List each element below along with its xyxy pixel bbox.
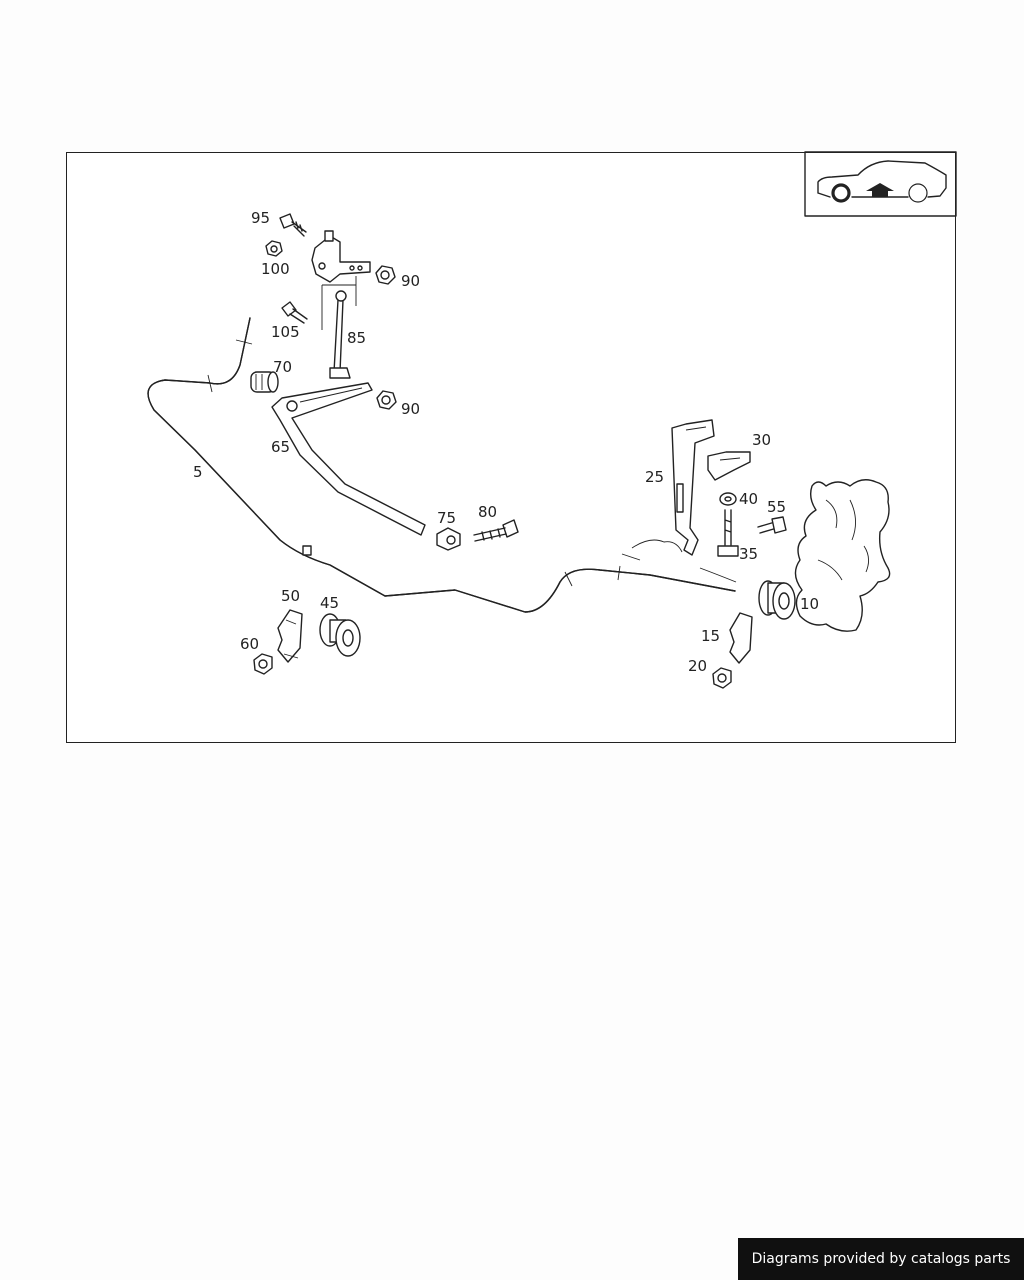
callout-60: 60 [240, 635, 259, 653]
callout-95: 95 [251, 209, 270, 227]
callout-105: 105 [271, 323, 300, 341]
nut-90-lower [376, 390, 397, 410]
nut-20 [712, 667, 732, 689]
bushing-10 [758, 580, 796, 620]
callout-85: 85 [347, 329, 366, 347]
level-control-valve [311, 230, 371, 330]
car-locator-icon [804, 151, 957, 217]
bracket-25 [671, 419, 715, 556]
bracket-15 [729, 612, 753, 664]
callout-20: 20 [688, 657, 707, 675]
bracket-50 [277, 609, 303, 663]
bushing-70 [250, 371, 279, 393]
bolt-55 [757, 516, 787, 534]
parts-diagram: 5 10 15 20 25 30 35 40 45 50 55 60 65 70… [147, 151, 957, 689]
attribution-footer: Diagrams provided by catalogs parts [738, 1238, 1024, 1280]
callout-5: 5 [193, 463, 203, 481]
callout-40: 40 [739, 490, 758, 508]
subframe-sketch [621, 479, 891, 632]
footer-text: Diagrams provided by catalogs parts [751, 1251, 1011, 1267]
bushing-45 [319, 613, 361, 657]
washer-40 [719, 492, 737, 506]
bolt-105 [281, 301, 308, 324]
callout-30: 30 [752, 431, 771, 449]
callout-25: 25 [645, 468, 664, 486]
callout-15: 15 [701, 627, 720, 645]
clamp-75 [436, 527, 461, 551]
callout-65: 65 [271, 438, 290, 456]
callout-45: 45 [320, 594, 339, 612]
bracket-30 [707, 451, 751, 481]
callout-labels: 5 10 15 20 25 30 35 40 45 50 55 60 65 70… [193, 209, 819, 675]
callout-80: 80 [478, 503, 497, 521]
callout-75: 75 [437, 509, 456, 527]
nut-100 [265, 240, 283, 257]
bolt-80 [473, 519, 519, 542]
callout-90-upper: 90 [401, 272, 420, 290]
connecting-rod [329, 290, 351, 379]
callout-10: 10 [800, 595, 819, 613]
nut-60 [253, 653, 273, 675]
bolt-95 [279, 213, 307, 237]
callout-90-lower: 90 [401, 400, 420, 418]
callout-35: 35 [739, 545, 758, 563]
callout-50: 50 [281, 587, 300, 605]
diagram-frame [66, 152, 956, 743]
nut-90-upper [375, 265, 396, 285]
bolt-35 [717, 509, 739, 557]
callout-100: 100 [261, 260, 290, 278]
callout-70: 70 [273, 358, 292, 376]
stabilizer-bar [147, 317, 736, 613]
callout-55: 55 [767, 498, 786, 516]
lever-arm [271, 382, 426, 536]
